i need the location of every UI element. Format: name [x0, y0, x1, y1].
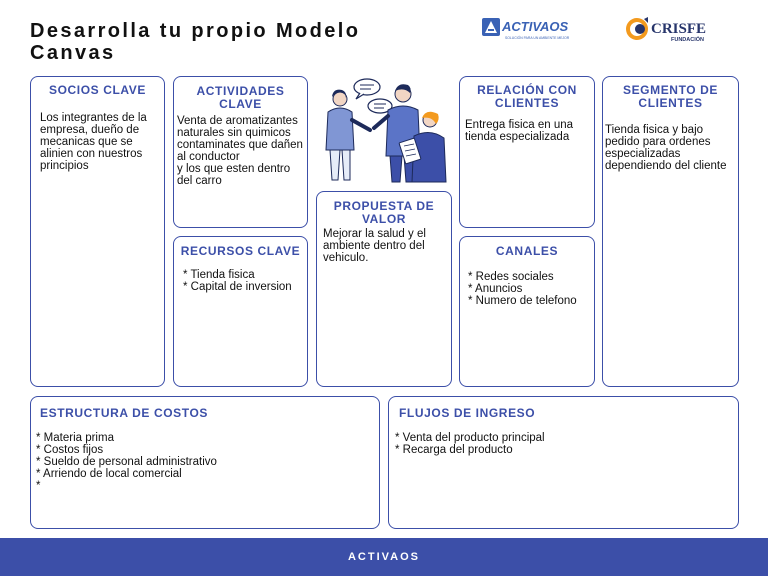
- estructura-de-costos-text: * Materia prima * Costos fijos * Sueldo …: [36, 432, 217, 492]
- socios-clave-text: Los integrantes de la empresa, dueño de …: [40, 112, 147, 172]
- canales-text: * Redes sociales * Anuncios * Numero de …: [468, 271, 577, 307]
- relacion-con-clientes-text: Entrega fisica en una tienda especializa…: [465, 119, 574, 143]
- actividades-clave-box: ACTIVIDADES CLAVE: [173, 76, 308, 228]
- canales-box: CANALES: [459, 236, 595, 387]
- relacion-con-clientes-box: RELACIÓN CON CLIENTES: [459, 76, 595, 228]
- recursos-clave-box: RECURSOS CLAVE: [173, 236, 308, 387]
- propuesta-de-valor-heading: PROPUESTA DE VALOR: [333, 199, 435, 226]
- relacion-con-clientes-heading: RELACIÓN CON CLIENTES: [477, 83, 577, 110]
- activaos-logo-tagline: SOLUCIÓN PARA UN AMBIENTE MEJOR: [505, 35, 570, 40]
- crisfe-logo-text: CRISFE: [651, 21, 706, 37]
- flujos-de-ingreso-text: * Venta del producto principal * Recarga…: [395, 432, 545, 456]
- actividades-clave-text: Venta de aromatizantes naturales sin qui…: [177, 115, 303, 187]
- actividades-clave-heading: ACTIVIDADES CLAVE: [196, 84, 285, 111]
- footer-bar: ACTIVAOS: [0, 538, 768, 576]
- segmento-de-clientes-text: Tienda fisica y bajo pedido para ordenes…: [605, 124, 727, 172]
- page-title: Desarrolla tu propio Modelo Canvas: [30, 20, 361, 64]
- activaos-logo-text: ACTIVAOS: [501, 19, 569, 34]
- socios-clave-box: SOCIOS CLAVE: [30, 76, 165, 387]
- propuesta-de-valor-box: PROPUESTA DE VALOR: [316, 191, 452, 387]
- crisfe-logo-subtext: FUNDACIÓN: [671, 35, 704, 43]
- estructura-de-costos-heading: ESTRUCTURA DE COSTOS: [40, 406, 209, 420]
- propuesta-de-valor-text: Mejorar la salud y el ambiente dentro de…: [323, 228, 426, 264]
- flujos-de-ingreso-heading: FLUJOS DE INGRESO: [399, 406, 536, 420]
- activaos-logo: ACTIVAOS SOLUCIÓN PARA UN AMBIENTE MEJOR: [482, 18, 570, 40]
- socios-clave-heading: SOCIOS CLAVE: [49, 83, 146, 97]
- crisfe-logo: CRISFE FUNDACIÓN: [626, 17, 706, 43]
- segmento-de-clientes-heading: SEGMENTO DE CLIENTES: [622, 83, 719, 110]
- team-discussion-illustration: [325, 78, 447, 183]
- flujos-de-ingreso-box: FLUJOS DE INGRESO: [388, 396, 739, 529]
- canales-heading: CANALES: [495, 244, 559, 258]
- estructura-de-costos-box: ESTRUCTURA DE COSTOS: [30, 396, 380, 529]
- recursos-clave-heading: RECURSOS CLAVE: [180, 244, 301, 258]
- recursos-clave-text: * Tienda fisica * Capital de inversion: [183, 269, 292, 293]
- segmento-de-clientes-box: SEGMENTO DE CLIENTES: [602, 76, 739, 387]
